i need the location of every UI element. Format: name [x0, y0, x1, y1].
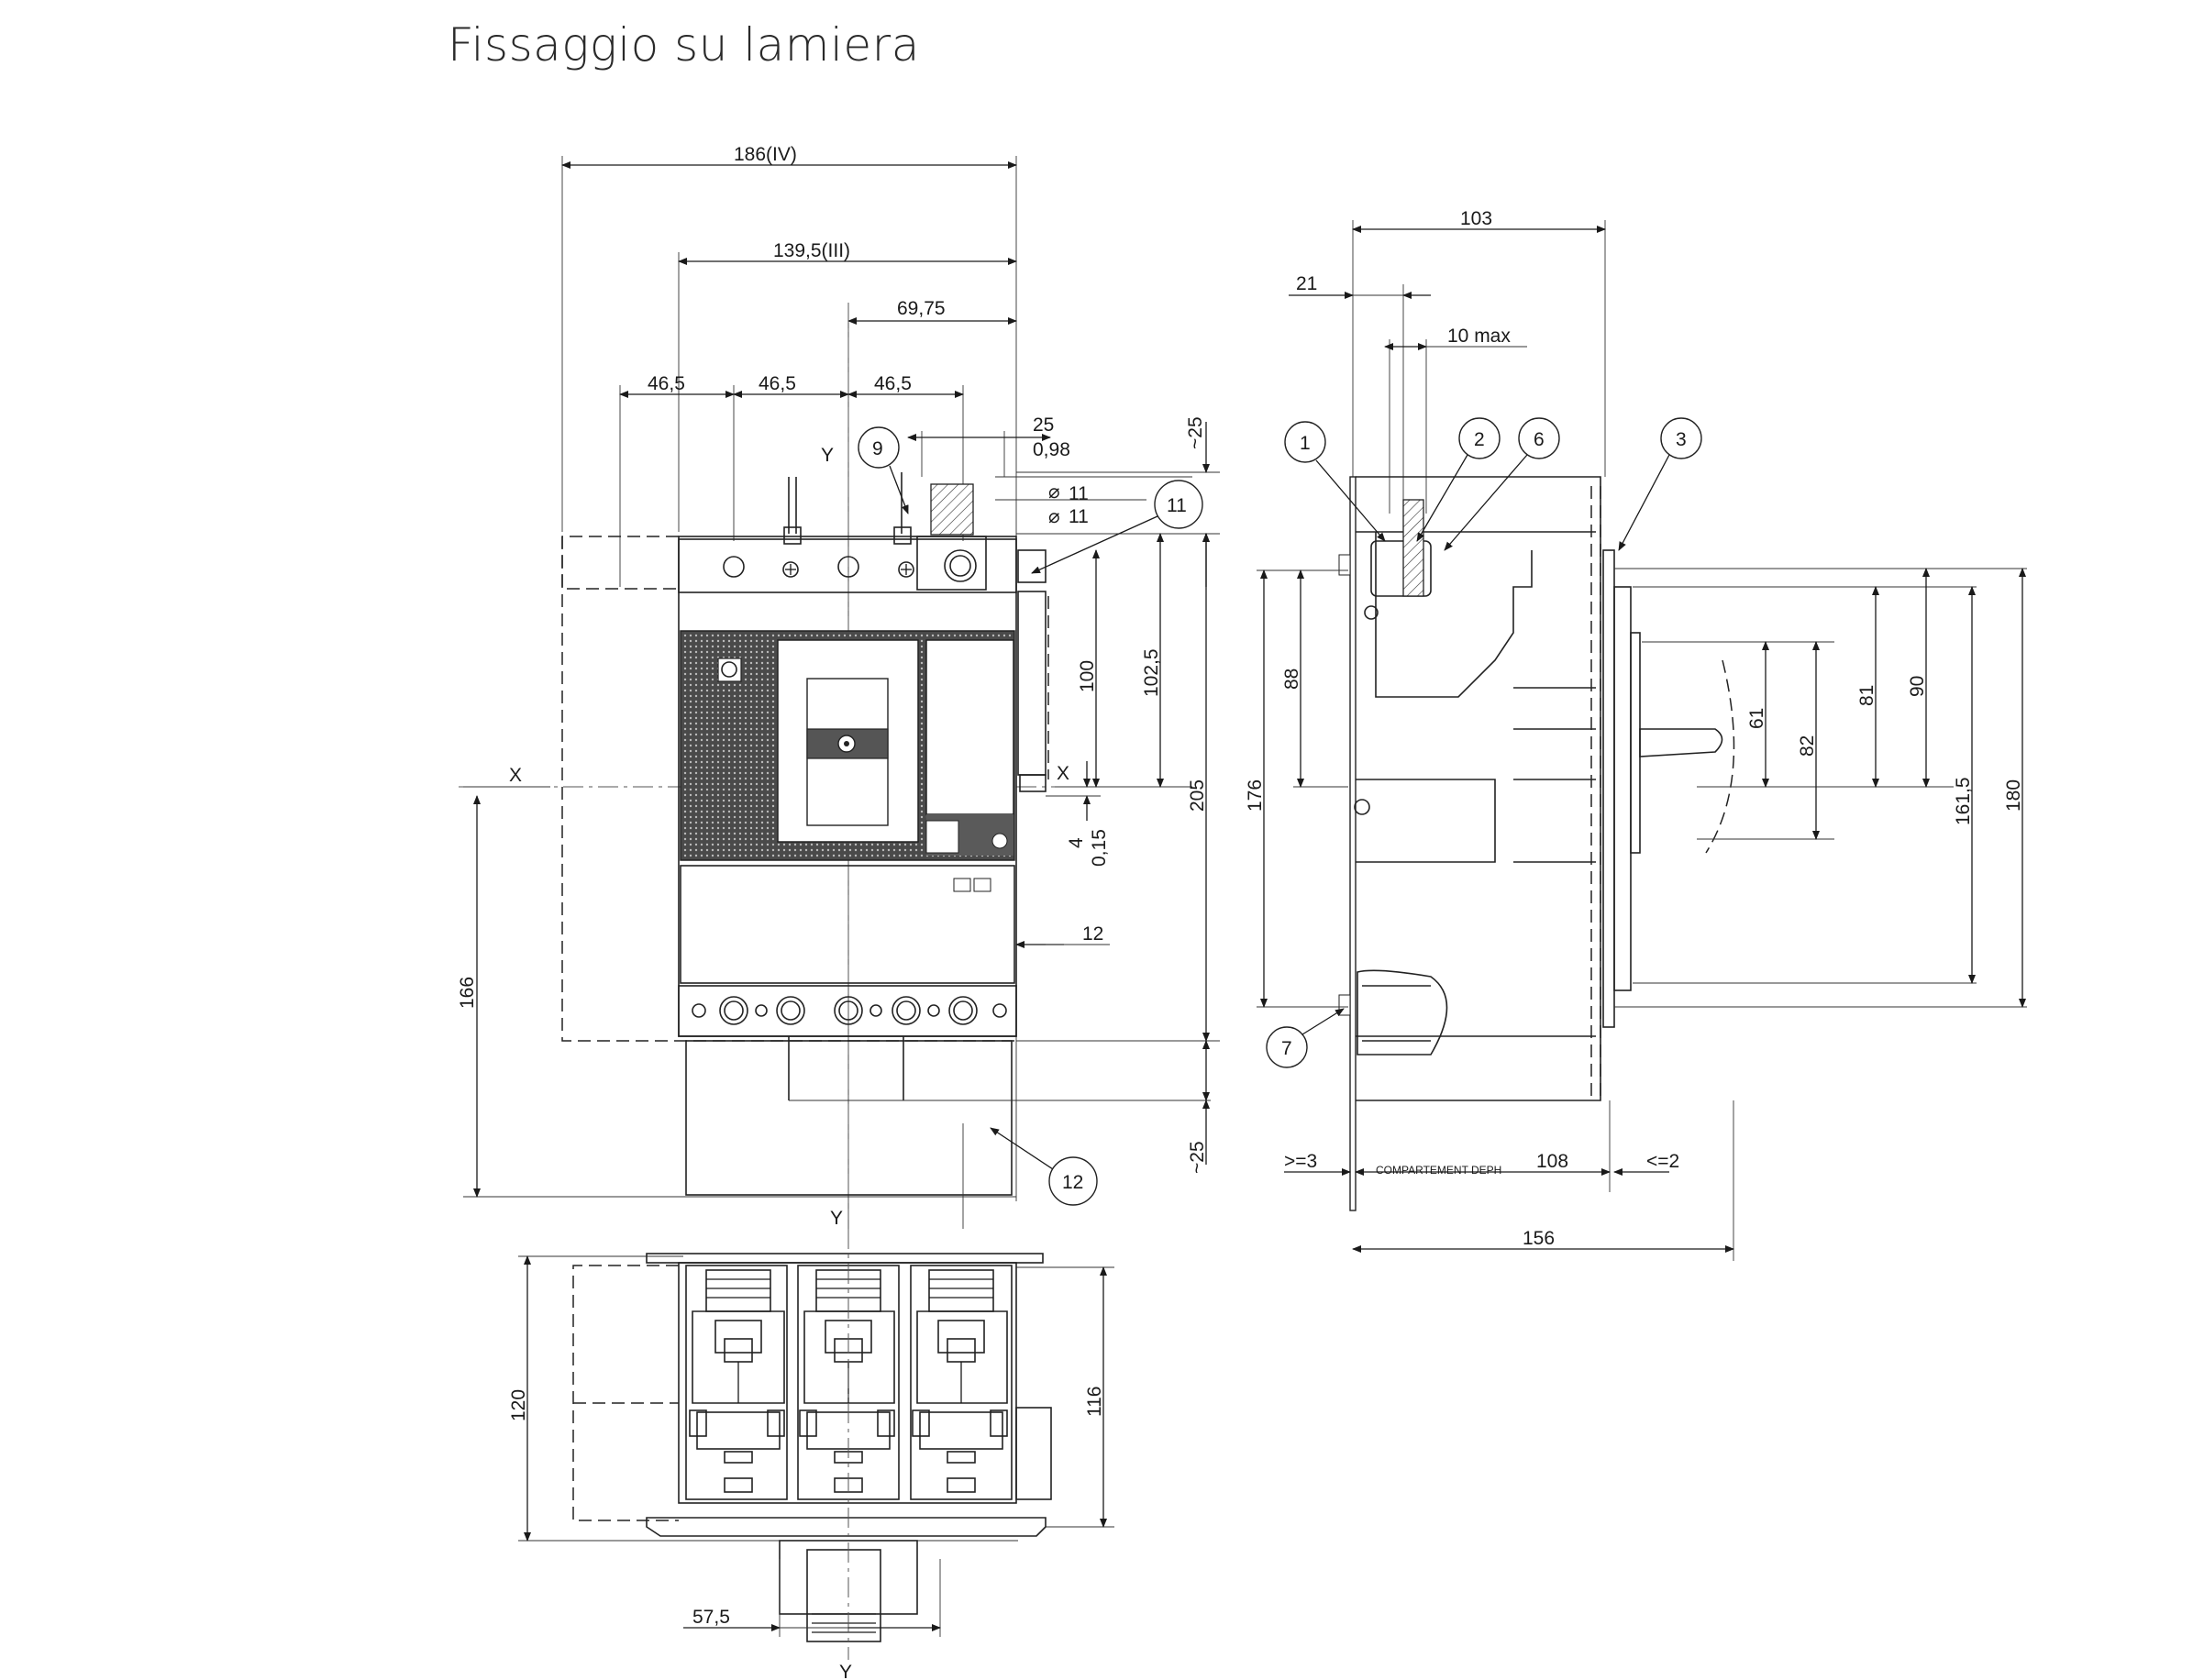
hole-dia-label-2: ⌀ [1048, 506, 1060, 527]
dim-bottom-25: ~25 [1187, 1141, 1208, 1174]
dim-ge-3: >=3 [1284, 1151, 1317, 1172]
dim-81: 81 [1856, 685, 1877, 706]
side-view: 103 21 10 max [1245, 208, 2027, 1261]
aux-terminal [916, 536, 987, 591]
dim-139: 139,5(III) [773, 240, 850, 261]
dim-pitch-1: 46,5 [648, 373, 685, 394]
compartment-depth-label: COMPARTEMENT DEPH [1376, 1164, 1501, 1177]
terminal-screw [837, 556, 859, 578]
callout-2-label: 2 [1474, 429, 1485, 450]
terminal-screw [944, 549, 977, 582]
dim-180: 180 [2003, 779, 2024, 812]
axis-x-right: X [1057, 763, 1069, 784]
dim-hole-2: 11 [1069, 506, 1089, 527]
callout-11 [1154, 480, 1203, 529]
callout-2 [1458, 417, 1501, 459]
dim-156: 156 [1523, 1228, 1555, 1249]
dim-69: 69,75 [897, 298, 946, 319]
side-handle [1639, 728, 1723, 757]
top-terminal-strip [678, 538, 1017, 593]
axis-x-left: X [509, 765, 522, 786]
dim-90: 90 [1907, 676, 1928, 697]
callout-9 [858, 426, 900, 469]
callout-11-label: 11 [1167, 495, 1187, 516]
trip-unit-window [925, 639, 1014, 815]
mounting-plate-bottom [646, 1253, 1044, 1264]
dim-0-98: 0,98 [1033, 439, 1070, 460]
callout-7-label: 7 [1281, 1038, 1292, 1059]
dim-82: 82 [1797, 735, 1818, 757]
axis-y-bottom: Y [830, 1208, 843, 1229]
hatched-clamp [930, 483, 974, 536]
dim-hole-1: 11 [1069, 483, 1089, 504]
callout-9-label: 9 [872, 438, 883, 459]
dim-25: 25 [1033, 414, 1054, 436]
dim-166: 166 [457, 977, 478, 1009]
callout-7 [1266, 1026, 1308, 1068]
terminal-screw [949, 555, 971, 577]
lower-section [680, 865, 1015, 984]
dim-88: 88 [1281, 669, 1302, 690]
side-body [1356, 476, 1601, 1101]
callout-3-label: 3 [1676, 429, 1687, 450]
dim-186: 186(IV) [734, 144, 797, 165]
callout-6 [1518, 417, 1560, 459]
dim-pitch-3: 46,5 [874, 373, 912, 394]
dim-61: 61 [1746, 708, 1767, 729]
dim-pitch-2: 46,5 [759, 373, 796, 394]
dim-161-5: 161,5 [1953, 777, 1974, 825]
callout-1 [1284, 421, 1326, 463]
dim-100: 100 [1077, 660, 1098, 692]
axis-y-bottom-view: Y [839, 1662, 852, 1680]
dim-103: 103 [1460, 208, 1492, 229]
dim-102-5: 102,5 [1141, 648, 1162, 697]
dim-57-5: 57,5 [692, 1607, 730, 1628]
dim-116: 116 [1084, 1387, 1105, 1417]
dim-le-2: <=2 [1646, 1151, 1679, 1172]
dim-176: 176 [1245, 779, 1266, 812]
terminal-screw [723, 556, 745, 578]
axis-y-top: Y [821, 445, 834, 466]
bottom-terminal-strip [678, 985, 1017, 1037]
terminal-screw [898, 561, 914, 578]
front-view: 186(IV) 139,5(III) 69,75 46,5 46,5 46,5 … [457, 144, 1220, 1233]
dim-0-15: 0,15 [1089, 829, 1110, 867]
dim-21: 21 [1296, 273, 1317, 294]
hole-dia-label: ⌀ [1048, 481, 1060, 503]
callout-6-label: 6 [1534, 429, 1545, 450]
dim-10-max: 10 max [1447, 326, 1511, 347]
callout-12-label: 12 [1062, 1172, 1083, 1193]
bottom-terminals [692, 996, 1007, 1025]
dim-205: 205 [1187, 779, 1208, 812]
dim-12: 12 [1082, 923, 1103, 945]
mounting-plate [1349, 476, 1357, 1211]
terminal-screw [782, 561, 799, 578]
dim-top-25: ~25 [1185, 416, 1206, 449]
page-title: Fissaggio su lamiera [448, 18, 920, 72]
terminal-cover [685, 1040, 1013, 1196]
callout-12 [1048, 1156, 1098, 1206]
bottom-view: 120 116 [508, 1229, 1114, 1680]
dim-4: 4 [1066, 837, 1087, 848]
dim-120: 120 [508, 1389, 529, 1421]
dim-108: 108 [1536, 1151, 1568, 1172]
callout-1-label: 1 [1300, 433, 1311, 454]
callout-3 [1660, 417, 1702, 459]
